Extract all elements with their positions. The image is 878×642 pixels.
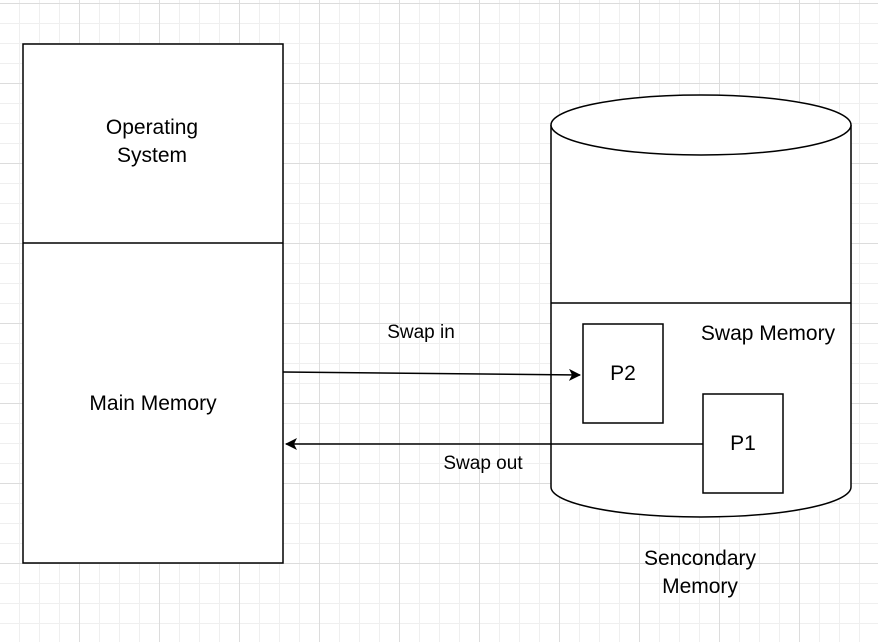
os-label: Operating System [105, 116, 199, 167]
swap-out-label: Swap out [443, 453, 523, 474]
secondary-memory-caption: Sencondary Memory [643, 547, 757, 598]
swap-memory-label: Swap Memory [700, 322, 836, 345]
swap-in-arrow [282, 368, 581, 381]
process-p2-label: P2 [610, 362, 636, 385]
main-memory-block [22, 43, 284, 564]
process-p1-box [702, 393, 784, 494]
process-p2-box [582, 323, 664, 424]
process-p1-label: P1 [730, 432, 756, 455]
main-memory-label: Main Memory [89, 392, 217, 415]
swap-in-label: Swap in [387, 322, 455, 343]
cylinder-top [550, 94, 852, 156]
